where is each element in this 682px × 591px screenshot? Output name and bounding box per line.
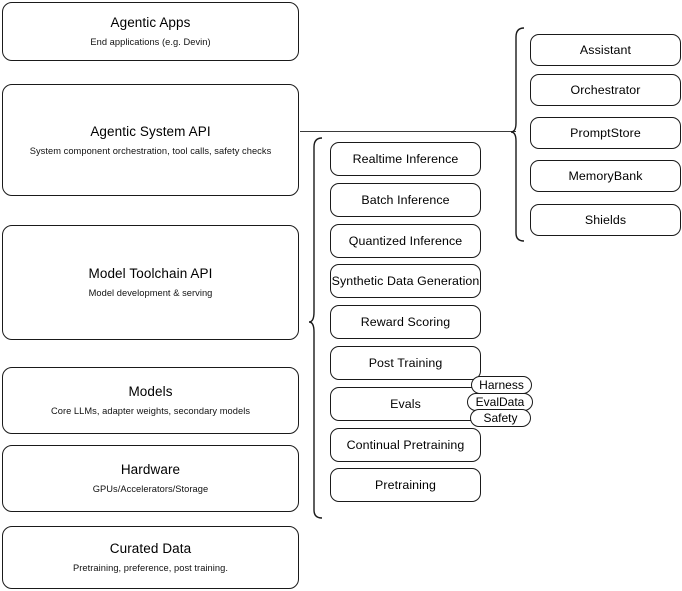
layer-subtitle: Model development & serving bbox=[88, 288, 213, 299]
layer-subtitle: Core LLMs, adapter weights, secondary mo… bbox=[50, 406, 251, 417]
layer-box-model-toolchain-api[interactable]: Model Toolchain API Model development & … bbox=[2, 225, 299, 340]
layer-box-agentic-system-api[interactable]: Agentic System API System component orch… bbox=[2, 84, 299, 196]
component-label: Shields bbox=[584, 212, 627, 227]
component-box-memorybank[interactable]: MemoryBank bbox=[530, 160, 681, 192]
capability-label: Reward Scoring bbox=[360, 314, 451, 329]
capability-label: Evals bbox=[390, 396, 421, 411]
capability-label: Realtime Inference bbox=[352, 151, 459, 166]
layer-subtitle: System component orchestration, tool cal… bbox=[29, 145, 272, 156]
layer-box-agentic-apps[interactable]: Agentic Apps End applications (e.g. Devi… bbox=[2, 2, 299, 61]
capability-box-realtime-inference[interactable]: Realtime Inference bbox=[330, 142, 481, 176]
capability-box-evals[interactable]: Evals bbox=[330, 387, 481, 421]
connector-line-system-api-to-components bbox=[300, 131, 516, 132]
component-label: Orchestrator bbox=[570, 82, 641, 97]
component-box-shields[interactable]: Shields bbox=[530, 204, 681, 236]
eval-badge-label: Safety bbox=[483, 411, 518, 425]
eval-badge-label: Harness bbox=[479, 378, 524, 392]
layer-subtitle: GPUs/Accelerators/Storage bbox=[92, 484, 209, 495]
layer-subtitle: Pretraining, preference, post training. bbox=[73, 563, 228, 574]
capability-box-continual-pretraining[interactable]: Continual Pretraining bbox=[330, 428, 481, 462]
capability-label: Batch Inference bbox=[361, 192, 450, 207]
component-box-assistant[interactable]: Assistant bbox=[530, 34, 681, 66]
brace-system-components bbox=[510, 26, 526, 244]
capability-box-synthetic-data-generation[interactable]: Synthetic Data Generation bbox=[330, 264, 481, 298]
capability-box-quantized-inference[interactable]: Quantized Inference bbox=[330, 224, 481, 258]
eval-badge-label: EvalData bbox=[475, 395, 525, 409]
component-label: MemoryBank bbox=[568, 168, 643, 183]
layer-title: Agentic System API bbox=[90, 123, 211, 139]
capability-box-post-training[interactable]: Post Training bbox=[330, 346, 481, 380]
layer-box-models[interactable]: Models Core LLMs, adapter weights, secon… bbox=[2, 367, 299, 434]
eval-badge-harness[interactable]: Harness bbox=[471, 376, 532, 394]
capability-box-pretraining[interactable]: Pretraining bbox=[330, 468, 481, 502]
capability-label: Pretraining bbox=[374, 477, 437, 492]
brace-toolchain-capabilities bbox=[308, 136, 324, 520]
capability-label: Synthetic Data Generation bbox=[331, 273, 480, 288]
layer-title: Curated Data bbox=[109, 541, 192, 557]
capability-label: Post Training bbox=[368, 355, 443, 370]
layer-subtitle: End applications (e.g. Devin) bbox=[90, 37, 211, 48]
component-box-promptstore[interactable]: PromptStore bbox=[530, 117, 681, 149]
capability-label: Quantized Inference bbox=[348, 233, 463, 248]
capability-label: Continual Pretraining bbox=[346, 437, 465, 452]
capability-box-reward-scoring[interactable]: Reward Scoring bbox=[330, 305, 481, 339]
layer-title: Model Toolchain API bbox=[88, 266, 213, 282]
layer-title: Models bbox=[128, 384, 173, 400]
eval-badge-safety[interactable]: Safety bbox=[470, 409, 531, 427]
layer-title: Hardware bbox=[120, 462, 181, 478]
component-label: Assistant bbox=[579, 42, 632, 57]
component-label: PromptStore bbox=[570, 125, 641, 140]
capability-box-batch-inference[interactable]: Batch Inference bbox=[330, 183, 481, 217]
layer-box-hardware[interactable]: Hardware GPUs/Accelerators/Storage bbox=[2, 445, 299, 512]
component-box-orchestrator[interactable]: Orchestrator bbox=[530, 74, 681, 106]
layer-title: Agentic Apps bbox=[110, 15, 191, 31]
layer-box-curated-data[interactable]: Curated Data Pretraining, preference, po… bbox=[2, 526, 299, 589]
